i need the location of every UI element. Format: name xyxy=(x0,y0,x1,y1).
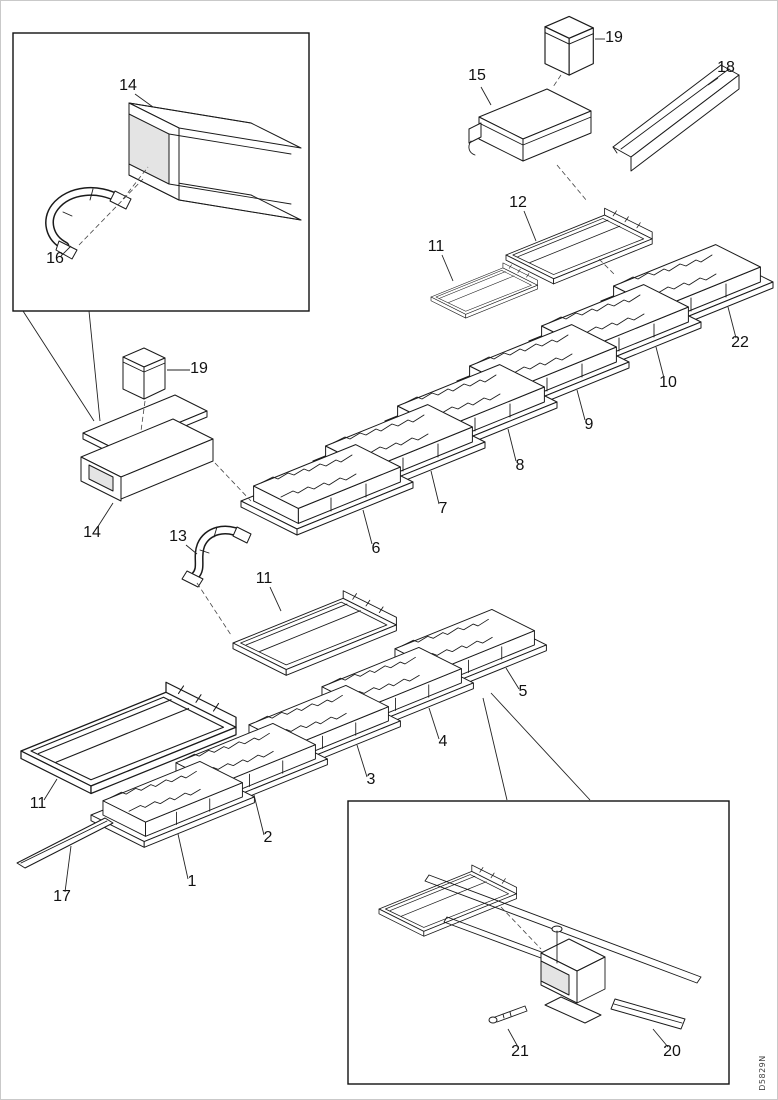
callout-13: 13 xyxy=(169,528,187,545)
leader-line xyxy=(430,470,440,505)
leader-line xyxy=(64,845,72,893)
callout-7: 7 xyxy=(439,500,448,517)
callout-10: 10 xyxy=(659,374,677,391)
hose-strap-part-13 xyxy=(181,525,252,588)
tray-part-11-upper xyxy=(430,262,538,319)
callout-5: 5 xyxy=(519,683,528,700)
leader-line xyxy=(134,93,154,108)
callout-12: 12 xyxy=(509,194,527,211)
inset-detail-bottom-right: 21 20 xyxy=(347,800,730,1085)
callout-1: 1 xyxy=(188,873,197,890)
callout-19-top: 19 xyxy=(605,29,623,46)
leader-line xyxy=(727,306,737,339)
leader-line xyxy=(60,245,72,257)
leader-line xyxy=(523,210,537,242)
channel-cover-part-14-mid xyxy=(80,394,214,502)
relay-box-part-19-mid xyxy=(122,347,166,400)
leader-line xyxy=(507,1028,519,1048)
leader-line xyxy=(507,428,517,462)
upper-module-row xyxy=(240,207,774,536)
detail-wedge-top-left xyxy=(22,310,101,422)
tray-detail xyxy=(378,864,517,937)
detail-wedge-bottom-right xyxy=(482,692,591,801)
clamp-bracket-detail xyxy=(540,925,606,1024)
rail-detail xyxy=(424,874,702,984)
callout-11-left: 11 xyxy=(30,795,47,812)
angle-rail-part-18 xyxy=(612,64,740,172)
callout-3: 3 xyxy=(367,771,376,788)
leader-line xyxy=(185,544,198,555)
leader-line xyxy=(441,254,454,282)
tray-part-12 xyxy=(505,207,653,285)
alignment-dashes-inset xyxy=(78,166,149,246)
figure-code: D5829N xyxy=(758,1055,767,1091)
inset-detail-top-left: 14 16 xyxy=(12,32,310,312)
leader-line xyxy=(253,794,265,836)
control-unit-part-15 xyxy=(468,88,592,162)
alignment-dashes-main xyxy=(140,74,616,636)
relay-box-part-19-top xyxy=(544,15,594,76)
leader-line xyxy=(505,667,520,690)
callout-18: 18 xyxy=(717,59,735,76)
leader-line xyxy=(362,509,373,545)
callout-19-mid: 19 xyxy=(190,360,208,377)
strip-part-17 xyxy=(16,817,114,869)
callout-6: 6 xyxy=(372,540,381,557)
callout-15: 15 xyxy=(468,67,486,84)
callout-22: 22 xyxy=(731,334,749,351)
callout-14-mid: 14 xyxy=(83,524,101,541)
lower-module-row xyxy=(20,590,547,848)
tray-part-11-mid xyxy=(232,590,397,676)
leader-line xyxy=(356,744,368,778)
callout-9: 9 xyxy=(585,416,594,433)
leader-line xyxy=(480,86,492,106)
callout-14-inset: 14 xyxy=(119,77,137,94)
strip-part-20 xyxy=(610,998,686,1030)
leader-line xyxy=(652,1028,669,1048)
inset-box-top-left xyxy=(12,32,310,312)
leader-line xyxy=(655,346,665,379)
leader-line xyxy=(43,778,58,801)
callout-17: 17 xyxy=(53,888,71,905)
callout-2: 2 xyxy=(264,829,273,846)
leader-line xyxy=(177,833,189,880)
callout-11-mid: 11 xyxy=(256,570,273,587)
callout-11-upper: 11 xyxy=(428,238,445,255)
leader-line xyxy=(428,707,440,740)
bracket-part-16-detail xyxy=(45,186,132,260)
leader-line xyxy=(707,77,719,86)
leader-line xyxy=(269,586,282,612)
alignment-dashes-inset-br xyxy=(500,906,542,950)
channel-part-14-detail xyxy=(128,102,302,221)
leader-line xyxy=(576,389,586,421)
callout-8: 8 xyxy=(516,457,525,474)
callout-16-inset: 16 xyxy=(46,250,64,267)
callout-21: 21 xyxy=(511,1043,529,1060)
callout-20: 20 xyxy=(663,1043,681,1060)
callout-4: 4 xyxy=(439,733,448,750)
screw-part-21 xyxy=(488,1005,528,1024)
leader-line xyxy=(96,502,114,529)
inset-box-bottom-right xyxy=(347,800,730,1085)
